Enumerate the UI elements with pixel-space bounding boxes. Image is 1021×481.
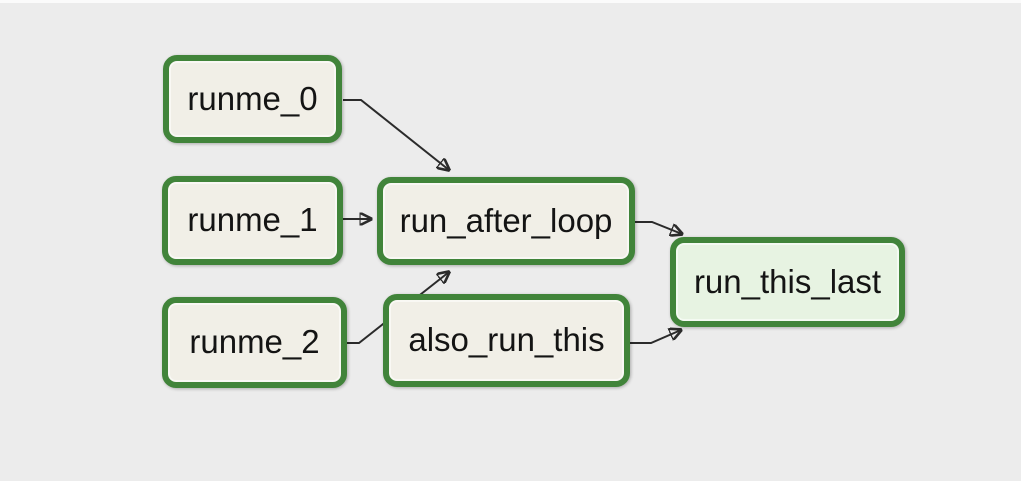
node-label: also_run_this bbox=[408, 321, 605, 358]
node-run_after_loop[interactable]: run_after_loop bbox=[377, 177, 635, 265]
top-strip bbox=[0, 0, 1021, 3]
node-label: run_after_loop bbox=[399, 201, 613, 239]
node-label: runme_2 bbox=[189, 323, 320, 360]
edge-also_run_this-to-run_this_last bbox=[630, 330, 681, 344]
node-runme_0[interactable]: runme_0 bbox=[163, 55, 342, 143]
node-also_run_this[interactable]: also_run_this bbox=[383, 294, 630, 387]
node-runme_1[interactable]: runme_1 bbox=[162, 176, 343, 265]
edge-run_after_loop-to-run_this_last bbox=[635, 221, 682, 234]
node-label: runme_0 bbox=[187, 79, 318, 117]
node-label: run_this_last bbox=[693, 262, 882, 300]
node-runme_2[interactable]: runme_2 bbox=[162, 297, 347, 388]
edge-runme_0-to-run_after_loop bbox=[343, 99, 449, 170]
node-label: runme_1 bbox=[187, 201, 318, 238]
node-run_this_last[interactable]: run_this_last bbox=[670, 237, 905, 327]
